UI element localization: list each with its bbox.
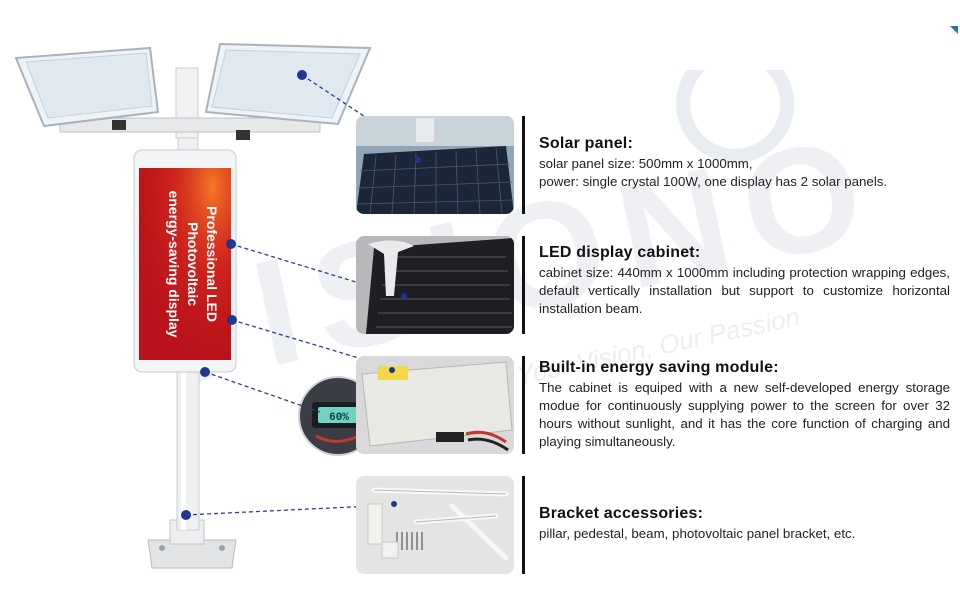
callout-dot-solar (297, 70, 307, 80)
bracket-accessories-photo (356, 476, 514, 574)
led-cabinet-photo (356, 236, 514, 334)
battery-readout: 60% (329, 412, 349, 424)
feature-title: Solar panel: (539, 135, 633, 152)
callout-dot-bracket (181, 510, 191, 520)
screen-line-2: Photovoltaic (185, 222, 201, 306)
feature-led-cabinet: LED display cabinet: cabinet size: 440mm… (539, 244, 950, 318)
callout-dot-cabinet (226, 239, 236, 249)
led-solar-pole-illustration: Professional LED Photovoltaic energy-sav… (14, 42, 372, 569)
separator-bar (522, 476, 525, 574)
feature-energy-module: Built-in energy saving module: The cabin… (539, 359, 950, 451)
corner-marker-icon (950, 26, 958, 34)
screen-line-3: energy-saving display (166, 190, 182, 337)
screen-line-1: Professional LED (204, 206, 220, 322)
feature-title: Bracket accessories: (539, 505, 704, 522)
feature-line: power: single crystal 100W, one display … (539, 174, 888, 189)
feature-line: pillar, pedestal, beam, photovoltaic pan… (539, 526, 856, 541)
separator-bar (522, 236, 525, 334)
energy-module-photo (356, 356, 514, 454)
feature-line: cabinet size: 440mm x 1000mm including p… (539, 265, 950, 316)
led-display-cabinet: Professional LED Photovoltaic energy-sav… (133, 149, 237, 373)
feature-bracket-accessories: Bracket accessories: pillar, pedestal, b… (539, 505, 950, 543)
solar-panel-left (14, 46, 160, 130)
callout-dot-module (227, 315, 237, 325)
callout-dot-battery (200, 367, 210, 377)
feature-title: LED display cabinet: (539, 244, 701, 261)
separator-bar (522, 116, 525, 214)
separator-bar (522, 356, 525, 454)
feature-title: Built-in energy saving module: (539, 359, 779, 376)
solar-panel-photo (356, 116, 514, 214)
feature-line: The cabinet is equiped with a new self-d… (539, 380, 950, 449)
feature-line: solar panel size: 500mm x 1000mm, (539, 156, 753, 171)
feature-solar-panel: Solar panel: solar panel size: 500mm x 1… (539, 135, 950, 191)
